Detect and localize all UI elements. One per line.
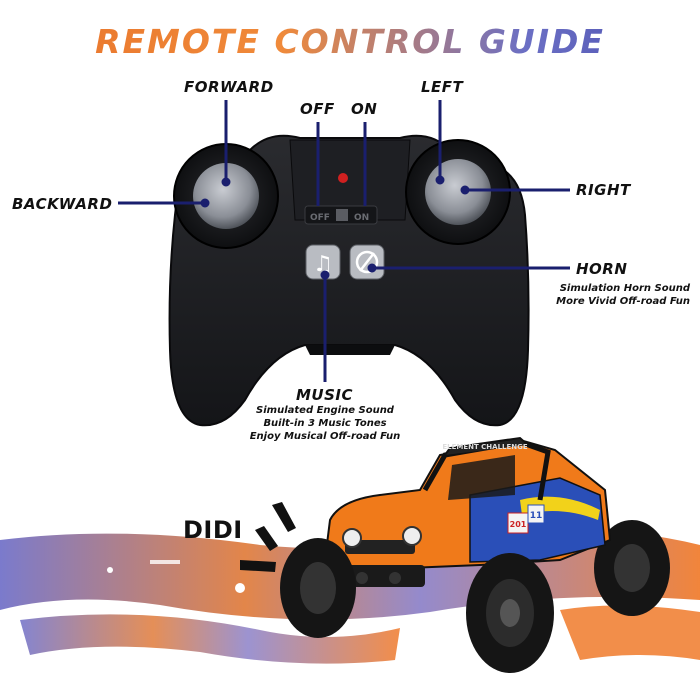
- music-description: Simulated Engine Sound Built-in 3 Music …: [225, 404, 425, 443]
- music-desc-line: Enjoy Musical Off-road Fun: [249, 431, 401, 442]
- truck-number: 201: [510, 520, 527, 529]
- switch-on-text: ON: [354, 213, 369, 223]
- right-label: RIGHT: [576, 181, 631, 199]
- on-label: ON: [351, 100, 378, 118]
- switch-off-text: OFF: [310, 213, 330, 223]
- roof-text: ELEMENT CHALLENGE: [442, 443, 528, 451]
- backward-label: BACKWARD: [12, 195, 113, 213]
- pointer-lines: [118, 100, 570, 382]
- remote-controller: OFF ON ♫: [168, 134, 530, 427]
- power-led: [338, 173, 348, 183]
- right-joystick: [425, 159, 491, 225]
- left-label: LEFT: [421, 78, 464, 96]
- horn-label: HORN: [576, 260, 628, 278]
- off-label: OFF: [300, 100, 335, 118]
- music-desc-line: Built-in 3 Music Tones: [263, 418, 387, 429]
- sound-effect-marks: [240, 502, 296, 572]
- truck-side-number: 11: [530, 511, 543, 521]
- page-title: REMOTE CONTROL GUIDE: [0, 22, 700, 61]
- horn-description: Simulation Horn Sound More Vivid Off-roa…: [520, 282, 690, 308]
- left-joystick: [193, 163, 259, 229]
- horn-icon: [355, 250, 379, 274]
- horn-desc-line: More Vivid Off-road Fun: [556, 296, 690, 307]
- music-desc-line: Simulated Engine Sound: [256, 405, 394, 416]
- music-note-icon: ♫: [313, 252, 333, 277]
- horn-desc-line: Simulation Horn Sound: [559, 283, 690, 294]
- didi-sound-text: DIDI: [183, 516, 243, 544]
- forward-label: FORWARD: [184, 78, 274, 96]
- rc-truck: ELEMENT CHALLENGE 201 11: [280, 436, 670, 673]
- music-label: MUSIC: [296, 386, 353, 404]
